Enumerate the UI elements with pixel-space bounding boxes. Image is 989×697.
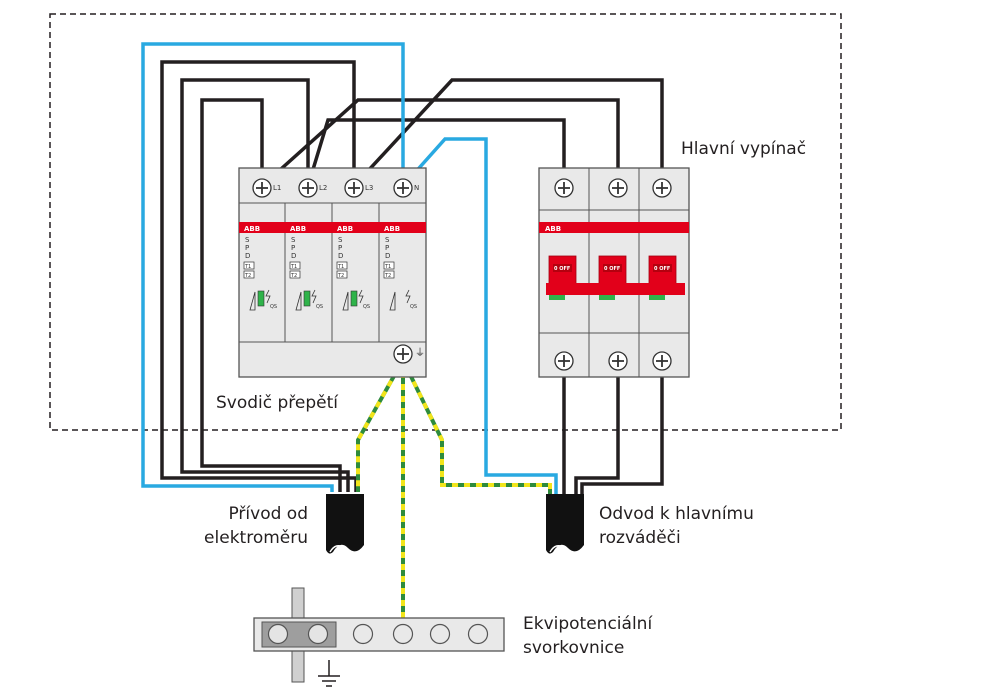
spd-type-letter: P <box>338 244 342 252</box>
spd-type-letter: D <box>245 252 250 260</box>
spd-class-mark: T2 <box>384 273 391 279</box>
busbar-hole <box>429 623 451 645</box>
breaker-handle: 0 OFF <box>548 255 577 285</box>
breaker-handle-label: 0 OFF <box>554 266 570 272</box>
spd-type-letter: S <box>245 236 250 244</box>
spd-brand: ABB <box>337 225 353 233</box>
surge-arrester-label: Svodič přepětí <box>216 393 339 413</box>
earth-symbol: ⏚ <box>415 347 425 359</box>
wire-l1-cross <box>260 98 620 188</box>
outlet-label-line1: Odvod k hlavnímu <box>599 504 754 524</box>
spd-terminal-n <box>393 178 413 198</box>
busbar-hole <box>307 623 329 645</box>
breaker-handle-label: 0 OFF <box>654 266 670 272</box>
enclosure-boundary <box>49 13 842 431</box>
busbar-label-line1: Ekvipotenciální <box>523 614 653 634</box>
spd-brand: ABB <box>384 225 400 233</box>
wire-out-3 <box>580 360 664 494</box>
breaker-terminal-top <box>608 178 628 198</box>
busbar-hole <box>467 623 489 645</box>
breaker-terminal-bottom <box>652 351 672 371</box>
spd-type-letter: S <box>338 236 343 244</box>
ground-symbol <box>318 660 340 687</box>
spd-indicator: QS <box>363 304 370 310</box>
spd-class-mark: T1 <box>384 264 391 270</box>
spd-indicator: QS <box>270 304 277 310</box>
breaker-brand: ABB <box>545 225 561 233</box>
wire-n-out <box>401 137 558 494</box>
phase-wires-out <box>562 360 664 494</box>
spd-terminal-l1 <box>252 178 272 198</box>
neutral-wires <box>141 42 558 494</box>
spd-class-mark: T2 <box>290 273 297 279</box>
wire-l2-in <box>180 78 350 492</box>
wire-out-2 <box>574 360 620 494</box>
spd-terminal-label: L1 <box>273 184 281 192</box>
surge-arrester: ABBSPDT1T2QSABBSPDT1T2QSABBSPDT1T2QSABBS… <box>238 167 427 378</box>
spd-type-letter: D <box>338 252 343 260</box>
spd-class-mark: T2 <box>337 273 344 279</box>
spd-type-letter: S <box>385 236 390 244</box>
spd-type-letter: S <box>291 236 296 244</box>
equipotential-busbar <box>253 587 505 687</box>
spd-type-letter: P <box>385 244 389 252</box>
spd-earth-terminal: ⏚ <box>393 344 425 364</box>
spd-terminal-l3 <box>344 178 364 198</box>
pe-wires <box>356 359 552 632</box>
main-switch: ABB 0 OFF 0 OFF 0 OFF <box>538 167 690 378</box>
busbar-hole <box>392 623 414 645</box>
breaker-handle: 0 OFF <box>648 255 677 285</box>
breaker-terminal-bottom <box>608 351 628 371</box>
spd-indicator: QS <box>410 304 417 310</box>
spd-terminal-label: N <box>414 184 419 192</box>
supply-label-line1: Přívod od <box>228 504 308 524</box>
spd-class-mark: T2 <box>244 273 251 279</box>
wire-l2-cross <box>306 118 566 187</box>
spd-type-letter: D <box>385 252 390 260</box>
outlet-label-line2: rozváděči <box>599 528 681 548</box>
spd-brand: ABB <box>290 225 306 233</box>
breaker-terminal-top <box>554 178 574 198</box>
spd-terminal-l2 <box>298 178 318 198</box>
busbar-label-line2: svorkovnice <box>523 638 625 658</box>
breaker-terminal-top <box>652 178 672 198</box>
breaker-handle: 0 OFF <box>598 255 627 285</box>
spd-class-mark: T1 <box>290 264 297 270</box>
spd-class-mark: T1 <box>337 264 344 270</box>
spd-type-letter: P <box>245 244 249 252</box>
outlet-label: Odvod k hlavnímu rozváděči <box>599 502 754 550</box>
spd-type-letter: P <box>291 244 295 252</box>
busbar-hole <box>267 623 289 645</box>
supply-label: Přívod od elektroměru <box>150 502 308 550</box>
spd-brand: ABB <box>244 225 260 233</box>
outlet-cable <box>546 494 584 554</box>
supply-label-line2: elektroměru <box>204 528 308 548</box>
main-switch-label: Hlavní vypínač <box>681 139 807 159</box>
spd-terminal-label: L2 <box>319 184 327 192</box>
spd-indicator: QS <box>316 304 323 310</box>
spd-terminal-label: L3 <box>365 184 373 192</box>
busbar-label: Ekvipotenciální svorkovnice <box>523 612 652 660</box>
supply-cable <box>326 494 364 554</box>
wire-n-in <box>141 42 405 492</box>
breaker-handle-label: 0 OFF <box>604 266 620 272</box>
spd-type-letter: D <box>291 252 296 260</box>
breaker-terminal-bottom <box>554 351 574 371</box>
spd-class-mark: T1 <box>244 264 251 270</box>
busbar-hole <box>352 623 374 645</box>
